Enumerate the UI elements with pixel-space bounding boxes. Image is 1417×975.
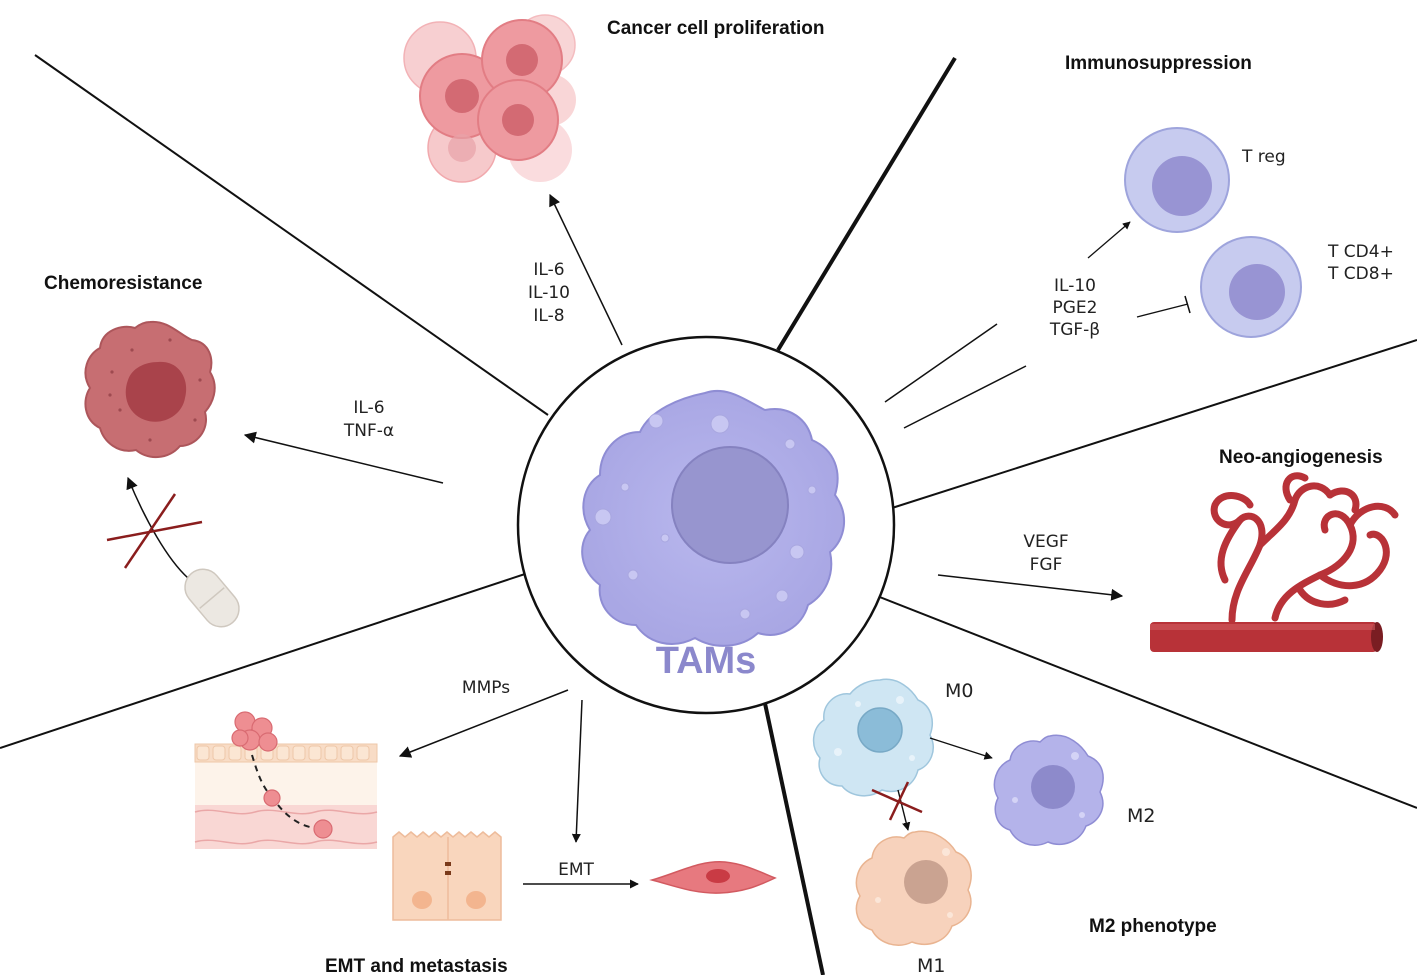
angio-arrow <box>937 574 1124 601</box>
immuno-mediator-2: PGE2 <box>1053 298 1098 318</box>
angio-mediator-1: VEGF <box>1023 532 1068 552</box>
emt-label: EMT <box>558 860 594 880</box>
proliferation-mediator-1: IL-6 <box>533 260 564 280</box>
immunosuppression-title: Immunosuppression <box>1065 53 1252 74</box>
immuno-mediator-3: TGF-β <box>1049 320 1100 340</box>
chemoresistance-title: Chemoresistance <box>44 273 202 294</box>
resistant-cancer-cell-icon <box>84 320 216 458</box>
mesenchymal-cell-icon <box>649 861 777 894</box>
blood-vessel-icon <box>1150 472 1399 652</box>
blocked-cross-icon <box>106 493 203 569</box>
emt-title: EMT and metastasis <box>325 956 508 975</box>
tcell-icon <box>1200 236 1302 338</box>
m0-macrophage-icon <box>812 678 934 797</box>
m0-label: M0 <box>945 680 973 702</box>
chemo-mediator-1: IL-6 <box>353 398 384 418</box>
m2-label: M2 <box>1127 805 1155 827</box>
divider-lower-right <box>871 593 1417 809</box>
chemo-mediator-2: TNF-α <box>343 421 394 441</box>
center-title: TAMs <box>656 640 757 682</box>
emt-down-arrow <box>571 699 583 843</box>
angiogenesis-title: Neo-angiogenesis <box>1219 447 1383 468</box>
tam-center: TAMs <box>516 335 896 715</box>
m2-macrophage-icon <box>993 734 1104 846</box>
section-immunosuppression: Immunosuppression T reg T CD4+ T CD8+ IL… <box>884 53 1394 429</box>
divider-lines <box>0 54 1417 975</box>
drug-arrow <box>126 476 189 579</box>
tcell-label-1: T CD4+ <box>1327 242 1394 262</box>
treg-cell-icon <box>1124 127 1230 233</box>
immuno-line-2 <box>903 365 1027 429</box>
m0-to-m1-arrow <box>897 789 911 831</box>
angio-mediator-2: FGF <box>1030 555 1063 575</box>
divider-upper-left <box>34 54 549 416</box>
m0-to-m2-arrow <box>929 737 993 760</box>
cancer-cluster-icon <box>403 14 576 183</box>
divider-upper-right <box>776 56 957 352</box>
m2-title: M2 phenotype <box>1089 916 1217 937</box>
tcell-inhibit-line <box>1136 303 1189 318</box>
section-m2: M2 phenotype M0 M2 M1 <box>812 678 1217 975</box>
section-proliferation: Cancer cell proliferation IL-6 IL-10 IL-… <box>403 14 825 346</box>
treg-label: T reg <box>1241 147 1286 167</box>
section-emt: EMT and metastasis MMPs <box>194 678 777 975</box>
treg-arrow <box>1087 221 1131 259</box>
proliferation-arrow <box>549 193 623 346</box>
chemo-arrow <box>243 431 444 484</box>
section-chemoresistance: Chemoresistance IL-6 TNF-α <box>44 273 444 628</box>
proliferation-title: Cancer cell proliferation <box>607 18 825 39</box>
m1-blocked-cross-icon <box>871 781 923 821</box>
immuno-line-1 <box>884 323 998 403</box>
divider-left <box>0 572 529 749</box>
divider-bottom <box>758 679 825 975</box>
section-angiogenesis: Neo-angiogenesis VEGF FGF <box>937 447 1399 652</box>
divider-right <box>891 339 1417 509</box>
epithelial-cells-icon <box>392 831 502 921</box>
tcell-label-2: T CD8+ <box>1327 264 1394 284</box>
proliferation-mediator-3: IL-8 <box>533 306 564 326</box>
m1-macrophage-icon <box>855 830 972 946</box>
tam-vesicles-icon <box>594 413 817 620</box>
drug-pill-icon <box>184 568 240 628</box>
mmps-label: MMPs <box>462 678 510 698</box>
tam-nucleus-icon <box>671 446 789 564</box>
proliferation-mediator-2: IL-10 <box>528 283 570 303</box>
tcell-inhibit-bar <box>1184 295 1191 314</box>
tissue-metastasis-icon <box>194 711 378 849</box>
mmps-arrow <box>398 689 569 758</box>
m1-label: M1 <box>917 955 945 975</box>
immuno-mediator-1: IL-10 <box>1054 276 1096 296</box>
